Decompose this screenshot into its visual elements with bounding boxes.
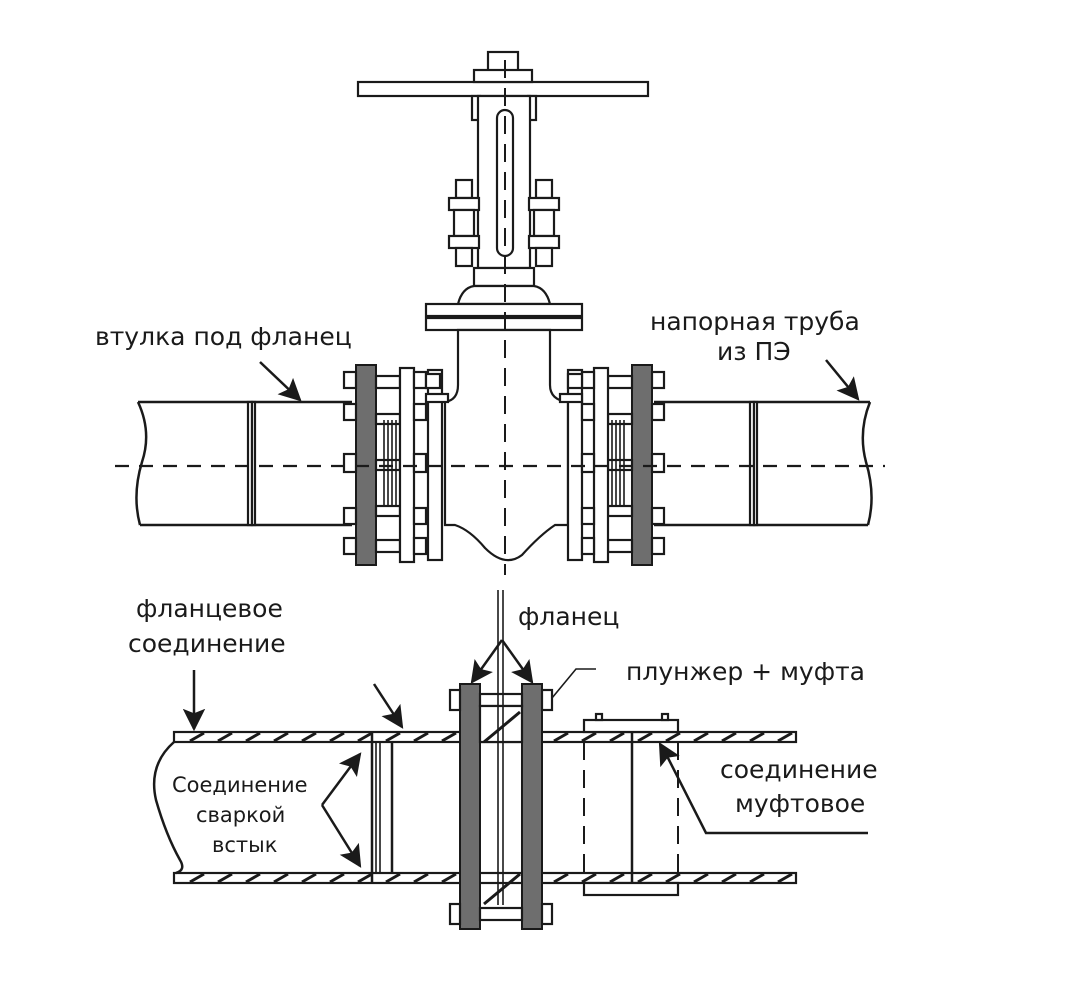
hatch-mark — [553, 872, 569, 884]
leader-coupling — [664, 753, 868, 835]
arrow-flange-right — [500, 639, 534, 684]
hatch-mark — [385, 872, 401, 884]
label-coupling-connection-1: соединение — [720, 755, 878, 784]
hatch-mark — [357, 731, 373, 743]
bottom-flange-right — [521, 683, 543, 930]
hatch-mark — [609, 872, 625, 884]
hatch-mark — [413, 731, 429, 743]
label-sleeve-for-flange: втулка под фланец — [95, 322, 352, 351]
hatch-mark — [329, 731, 345, 743]
hatch-mark — [721, 731, 737, 743]
hatch-mark — [721, 872, 737, 884]
bonnet-bolt-left — [447, 178, 481, 268]
hatch-mark — [273, 872, 289, 884]
coupling-sleeve-bottom — [582, 881, 680, 897]
hatch-mark — [553, 731, 569, 743]
label-butt-weld-3: встык — [212, 833, 277, 857]
hatch-mark — [301, 731, 317, 743]
hatch-mark — [693, 731, 709, 743]
hatch-mark — [637, 872, 653, 884]
leader-plunger — [551, 668, 596, 699]
hatch-mark — [693, 872, 709, 884]
label-pressure-pipe-2: из ПЭ — [717, 337, 791, 366]
hatch-mark — [581, 731, 597, 743]
hatch-mark — [777, 731, 793, 743]
hatch-mark — [441, 872, 457, 884]
hatch-mark — [189, 731, 205, 743]
arrow-coupling — [658, 742, 680, 768]
hatch-mark — [217, 731, 233, 743]
hatch-mark — [609, 731, 625, 743]
bottom-pipe-section — [152, 590, 798, 930]
arrow-pressure-pipe — [825, 359, 860, 401]
right-bolts — [558, 370, 666, 556]
hatch-mark — [441, 731, 457, 743]
hatch-mark — [245, 731, 261, 743]
hatch-mark — [665, 731, 681, 743]
label-flange-connection-1: фланцевое — [136, 594, 283, 623]
right-pe-pipe — [654, 400, 873, 527]
hatch-mark — [777, 872, 793, 884]
arrow-sleeve — [259, 361, 302, 402]
hatch-mark — [581, 872, 597, 884]
stem-nut-base — [472, 68, 534, 84]
hatch-mark — [385, 731, 401, 743]
arrow-weld-top — [372, 683, 404, 729]
hatch-mark — [273, 731, 289, 743]
hatch-top-wall — [189, 731, 793, 743]
hatch-mark — [665, 872, 681, 884]
handwheel — [356, 80, 650, 98]
hatch-mark — [749, 872, 765, 884]
label-flange-connection-2: соединение — [128, 629, 286, 658]
label-plunger-coupling: плунжер + муфта — [626, 657, 865, 686]
hatch-mark — [413, 872, 429, 884]
hatch-mark — [637, 731, 653, 743]
hatch-mark — [189, 872, 205, 884]
arrow-weld-up — [320, 752, 362, 806]
label-coupling-connection-2: муфтовое — [735, 789, 865, 818]
left-pe-pipe — [135, 400, 352, 527]
arrow-flange-left — [470, 639, 504, 684]
bottom-flange-left — [459, 683, 481, 930]
hatch-mark — [301, 872, 317, 884]
hatch-mark — [329, 872, 345, 884]
label-flange: фланец — [518, 602, 619, 631]
coupling-sleeve-top — [582, 718, 680, 734]
arrow-weld-down — [320, 804, 362, 868]
hatch-mark — [357, 872, 373, 884]
label-butt-weld-1: Соединение — [172, 773, 308, 797]
hatch-mark — [217, 872, 233, 884]
hatch-mark — [245, 872, 261, 884]
left-flange-assembly — [342, 364, 450, 566]
label-pressure-pipe-1: напорная труба — [650, 307, 860, 336]
hatch-bottom-wall — [189, 872, 793, 884]
bonnet-bolt-right — [527, 178, 561, 268]
left-bolts — [342, 370, 450, 556]
hatch-mark — [749, 731, 765, 743]
valve-body — [443, 328, 570, 562]
label-butt-weld-2: сваркой — [196, 803, 285, 827]
